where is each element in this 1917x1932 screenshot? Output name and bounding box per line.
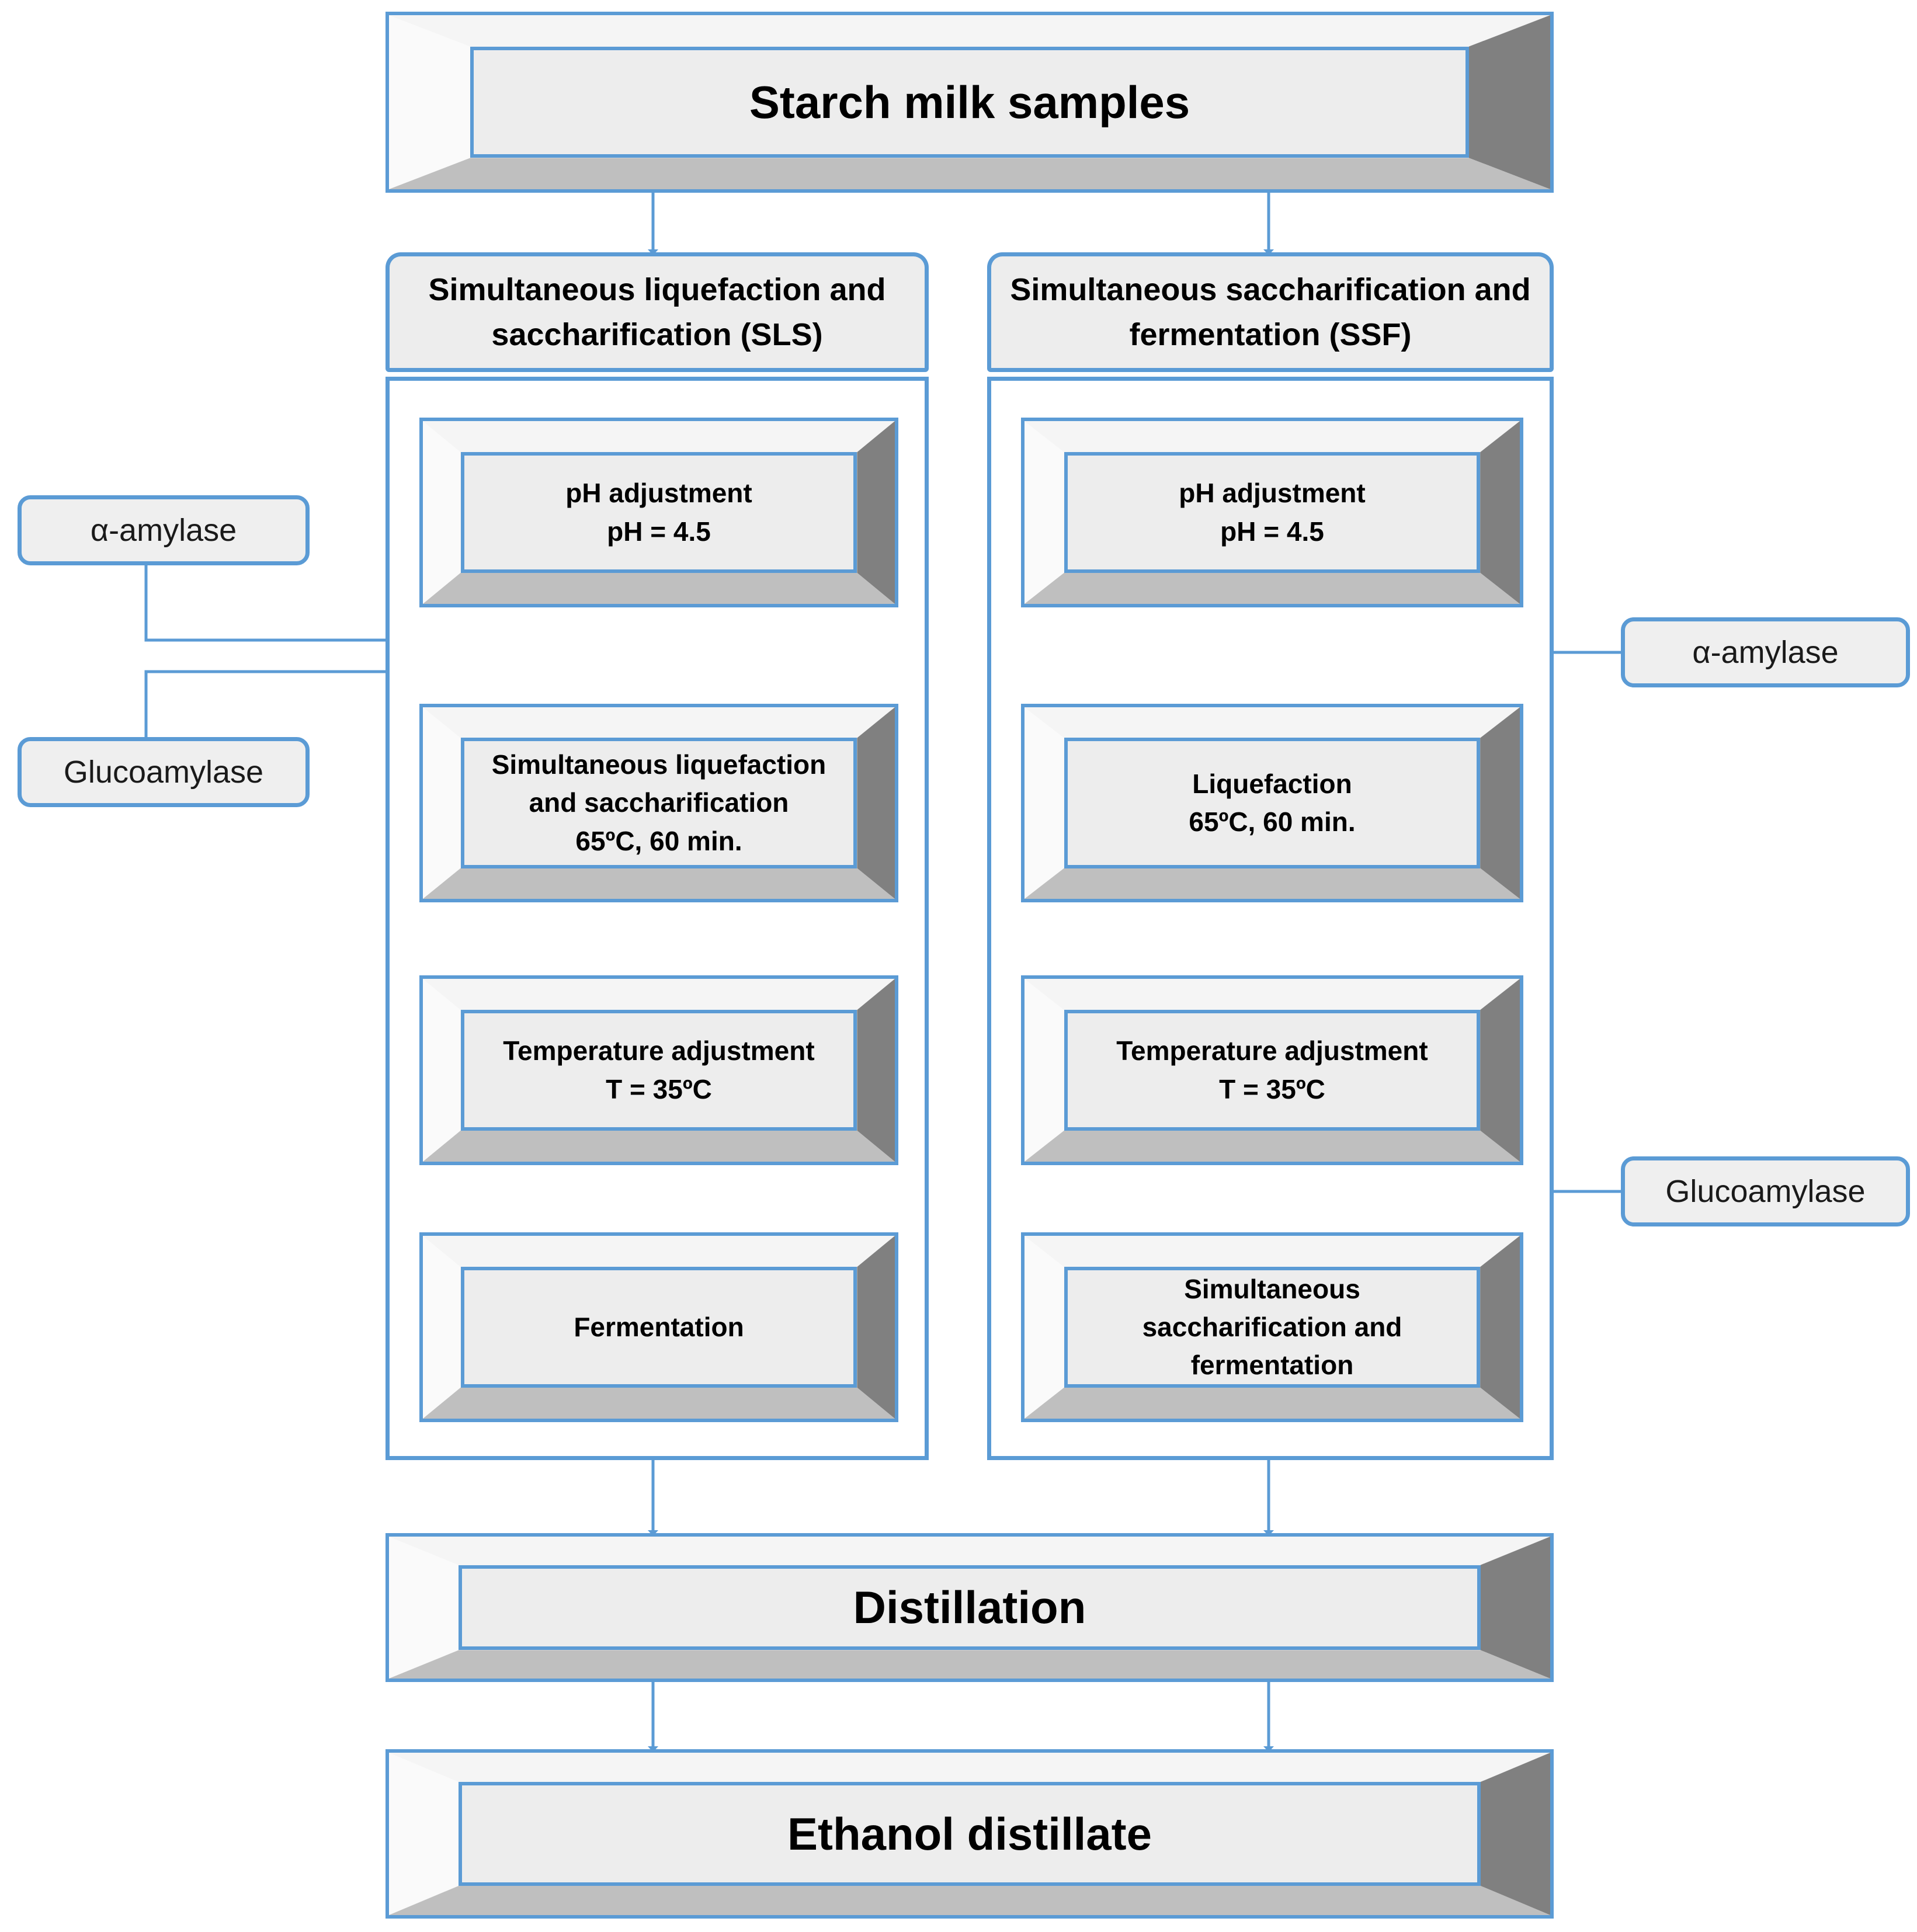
reagent-label: Glucoamylase: [1665, 1173, 1866, 1209]
reagent-right-alpha-amylase[interactable]: α-amylase: [1621, 617, 1910, 687]
node-ssf-liquefaction[interactable]: Liquefaction 65ºC, 60 min.: [1021, 704, 1523, 902]
node-label-line-2: T = 35ºC: [606, 1073, 712, 1104]
reagent-left-glucoamylase[interactable]: Glucoamylase: [18, 737, 310, 807]
node-starch-milk-samples[interactable]: Starch milk samples: [386, 12, 1554, 193]
node-distillation[interactable]: Distillation: [386, 1533, 1554, 1682]
sls-column-header[interactable]: Simultaneous liquefaction and saccharifi…: [386, 252, 929, 372]
node-sls-temperature-adjustment[interactable]: Temperature adjustment T = 35ºC: [419, 975, 898, 1165]
node-sls-fermentation[interactable]: Fermentation: [419, 1232, 898, 1422]
node-label-line-2: pH = 4.5: [1220, 516, 1324, 547]
node-label: Distillation: [459, 1565, 1481, 1650]
reagent-label: α-amylase: [90, 512, 237, 548]
node-label-line-1: Temperature adjustment: [1116, 1036, 1428, 1066]
reagent-label: Glucoamylase: [63, 754, 264, 790]
node-label-line-2: pH = 4.5: [607, 516, 711, 547]
sls-column-header-label: Simultaneous liquefaction and saccharifi…: [428, 272, 886, 352]
node-label-line-2: T = 35ºC: [1219, 1073, 1325, 1104]
node-sls-liquefaction-saccharification[interactable]: Simultaneous liquefaction and saccharifi…: [419, 704, 898, 902]
node-label-line-2: saccharification and: [1142, 1311, 1402, 1342]
node-label-line-1: Simultaneous: [1184, 1273, 1360, 1304]
node-ssf-temperature-adjustment[interactable]: Temperature adjustment T = 35ºC: [1021, 975, 1523, 1165]
node-sls-ph-adjustment[interactable]: pH adjustment pH = 4.5: [419, 418, 898, 607]
node-label-line-1: pH adjustment: [565, 478, 752, 509]
node-ethanol-distillate[interactable]: Ethanol distillate: [386, 1749, 1554, 1919]
node-ssf-ph-adjustment[interactable]: pH adjustment pH = 4.5: [1021, 418, 1523, 607]
ssf-column-header-label: Simultaneous saccharification and fermen…: [1010, 272, 1531, 352]
node-label-line-1: Simultaneous liquefaction: [491, 749, 826, 780]
reagent-label: α-amylase: [1692, 634, 1839, 670]
node-label-line-2: 65ºC, 60 min.: [1189, 807, 1356, 837]
node-ssf-saccharification-fermentation[interactable]: Simultaneous saccharification and fermen…: [1021, 1232, 1523, 1422]
node-label: Ethanol distillate: [459, 1782, 1481, 1886]
reagent-right-glucoamylase[interactable]: Glucoamylase: [1621, 1156, 1910, 1226]
reagent-left-alpha-amylase[interactable]: α-amylase: [18, 495, 310, 565]
node-label-line-3: 65ºC, 60 min.: [575, 825, 742, 856]
node-label-line-1: Temperature adjustment: [503, 1036, 815, 1066]
node-label-line-2: and saccharification: [529, 787, 789, 818]
node-label-line-1: Liquefaction: [1192, 768, 1352, 799]
node-label-line-1: pH adjustment: [1179, 478, 1366, 509]
node-label: Starch milk samples: [470, 46, 1469, 158]
node-label-line-3: fermentation: [1190, 1350, 1354, 1381]
ssf-column-header[interactable]: Simultaneous saccharification and fermen…: [987, 252, 1554, 372]
node-label: Fermentation: [460, 1267, 857, 1388]
